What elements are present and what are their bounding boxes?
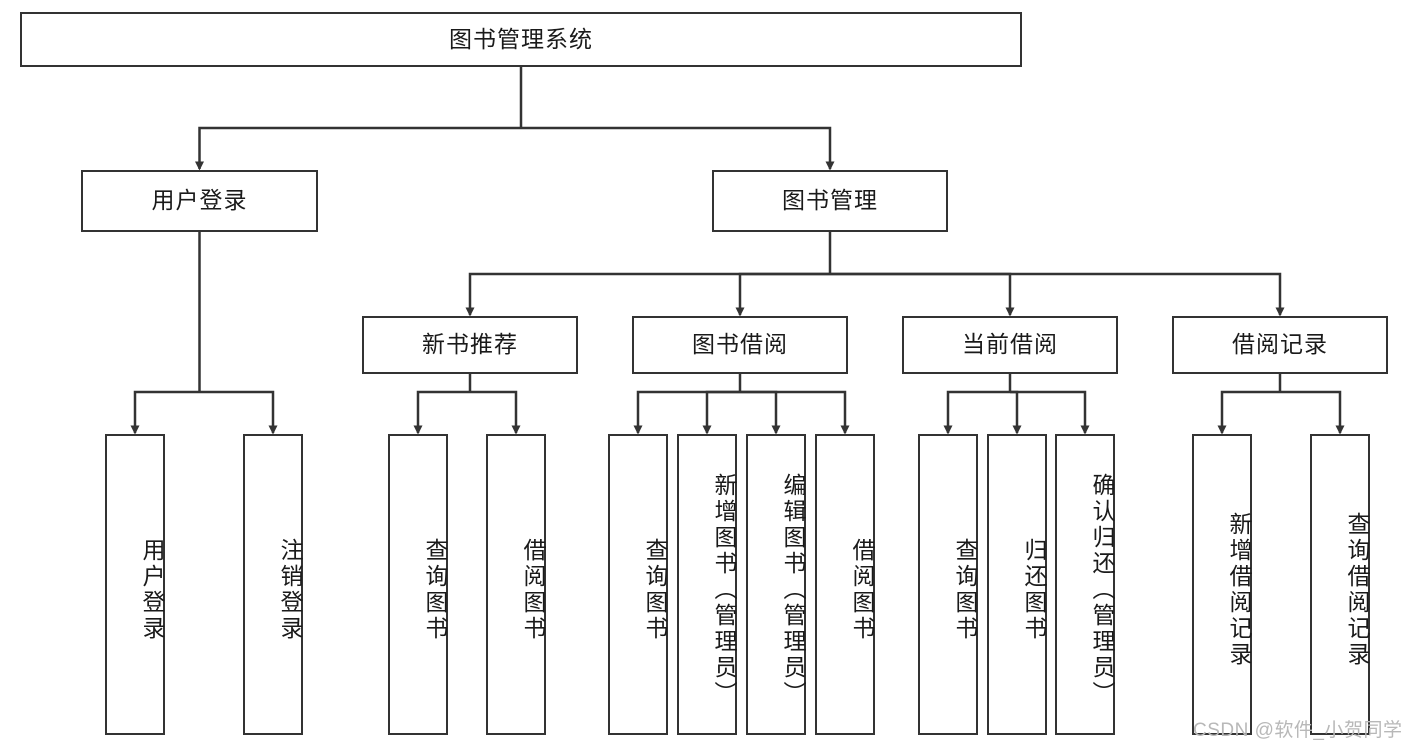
- leaf-add-borrow-record[interactable]: 新增借阅记录: [1192, 434, 1252, 735]
- node-root[interactable]: 图书管理系统: [20, 12, 1022, 67]
- node-new-book-recommend[interactable]: 新书推荐: [362, 316, 578, 374]
- node-borrow-record[interactable]: 借阅记录: [1172, 316, 1388, 374]
- node-user-login[interactable]: 用户登录: [81, 170, 318, 232]
- leaf-query-book-recommend[interactable]: 查询图书: [388, 434, 448, 735]
- node-book-management[interactable]: 图书管理: [712, 170, 948, 232]
- leaf-borrow-book[interactable]: 借阅图书: [815, 434, 875, 735]
- node-current-borrow[interactable]: 当前借阅: [902, 316, 1118, 374]
- leaf-query-book-borrow[interactable]: 查询图书: [608, 434, 668, 735]
- leaf-logout[interactable]: 注销登录: [243, 434, 303, 735]
- leaf-return-book[interactable]: 归还图书: [987, 434, 1047, 735]
- leaf-query-book-current[interactable]: 查询图书: [918, 434, 978, 735]
- leaf-query-borrow-record[interactable]: 查询借阅记录: [1310, 434, 1370, 735]
- leaf-edit-book-admin[interactable]: 编辑图书（管理员）: [746, 434, 806, 735]
- leaf-add-book-admin[interactable]: 新增图书（管理员）: [677, 434, 737, 735]
- leaf-borrow-book-recommend[interactable]: 借阅图书: [486, 434, 546, 735]
- leaf-user-login[interactable]: 用户登录: [105, 434, 165, 735]
- leaf-confirm-return-admin[interactable]: 确认归还（管理员）: [1055, 434, 1115, 735]
- node-book-borrow[interactable]: 图书借阅: [632, 316, 848, 374]
